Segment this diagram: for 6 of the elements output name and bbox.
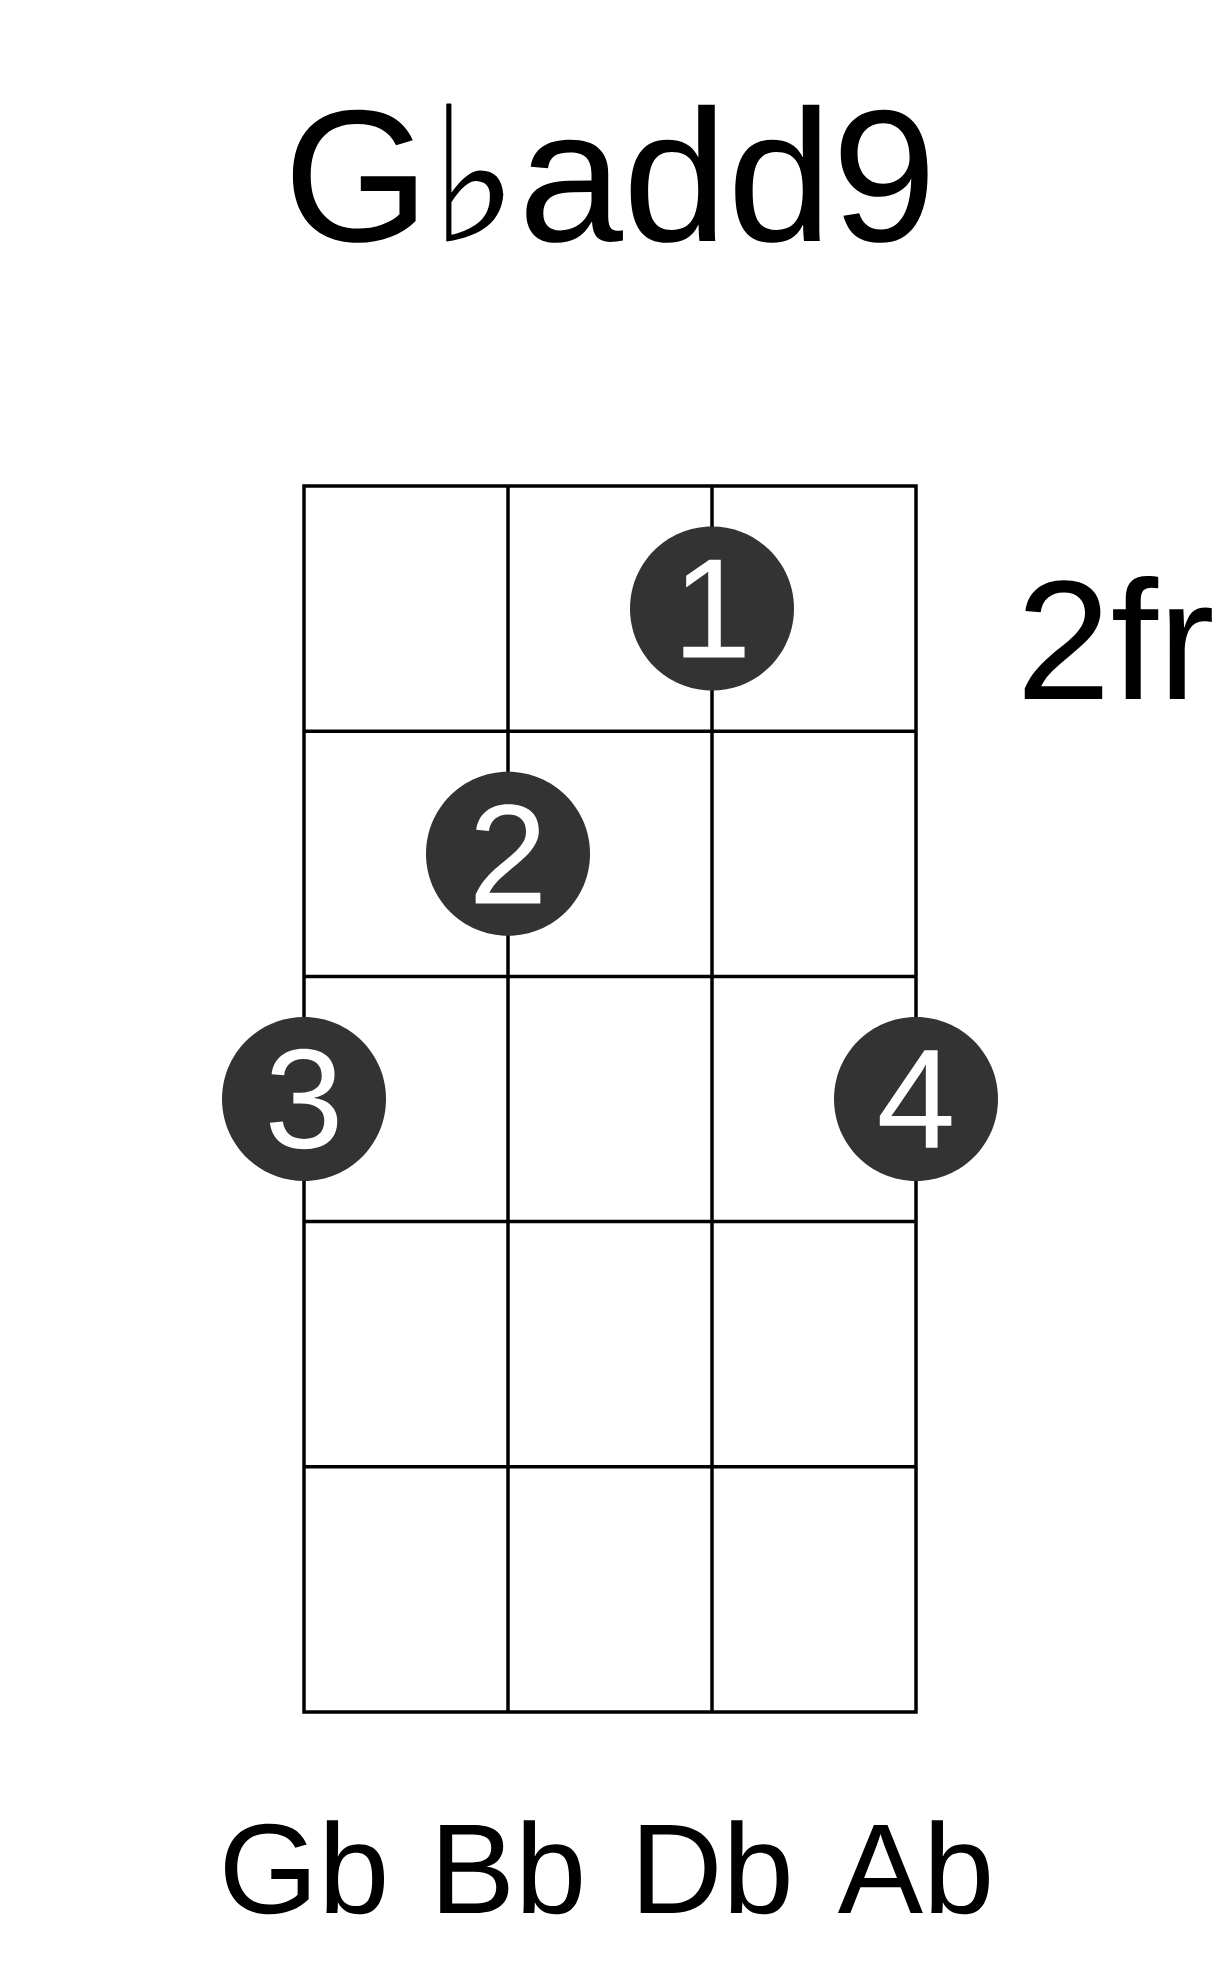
string-note: Db bbox=[640, 1820, 789, 1915]
string-note: Bb bbox=[440, 1820, 581, 1915]
chord-title: G♭add9 bbox=[292, 103, 928, 243]
string-note: Gb bbox=[225, 1820, 384, 1915]
string-note: Ab bbox=[838, 1820, 989, 1915]
fret-number: 2fr bbox=[1024, 576, 1212, 699]
